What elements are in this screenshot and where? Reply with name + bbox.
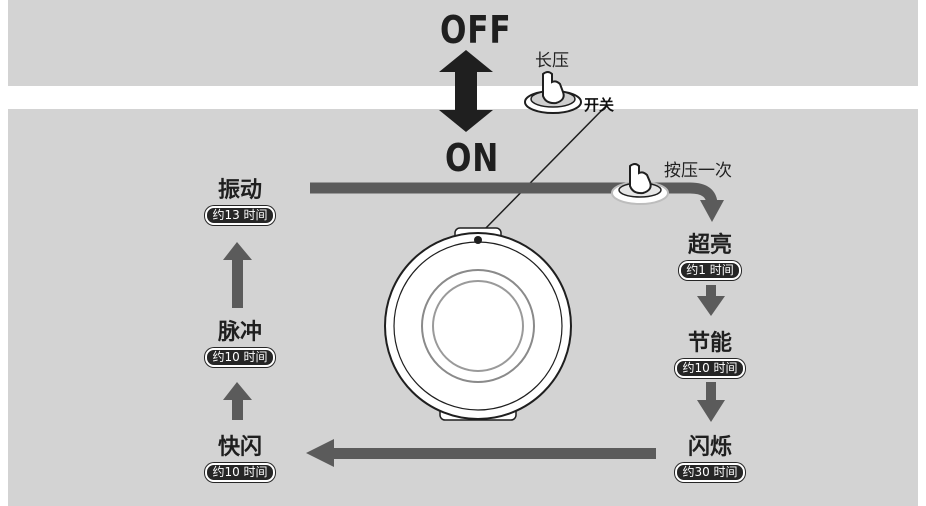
runtime-badge: 约1 时间 (679, 261, 741, 280)
mode-super-bright: 超亮 约1 时间 (660, 233, 760, 280)
mode-name: 超亮 (687, 233, 732, 258)
cycle-arrow-right-1 (697, 285, 725, 316)
mode-name: 振动 (217, 178, 262, 203)
runtime-badge: 约10 时间 (205, 463, 275, 482)
cycle-arrow-right-2 (697, 382, 725, 422)
single-press-label: 按压一次 (664, 161, 732, 181)
mode-name: 快闪 (217, 435, 262, 460)
light-device-icon (384, 227, 572, 421)
cycle-arrow-top (310, 182, 724, 222)
switch-leader-line (481, 105, 607, 233)
off-label: OFF (440, 8, 512, 52)
mode-fast-flash: 快闪 约10 时间 (190, 435, 290, 482)
long-press-label: 长压 (535, 51, 569, 71)
cycle-arrow-left-1 (223, 382, 252, 420)
finger-press-icon (611, 163, 669, 205)
mode-flash: 闪烁 约30 时间 (660, 435, 760, 482)
cycle-arrow-left-2 (223, 242, 252, 308)
runtime-badge: 约10 时间 (205, 348, 275, 367)
cycle-arrow-bottom (306, 439, 656, 467)
runtime-badge: 约10 时间 (675, 359, 745, 378)
switch-label: 开关 (584, 96, 615, 114)
mode-name: 脉冲 (217, 320, 262, 345)
mode-pulse: 脉冲 约10 时间 (190, 320, 290, 367)
up-down-arrow-icon (439, 50, 493, 132)
runtime-badge: 约30 时间 (675, 463, 745, 482)
mode-vibrate: 振动 约13 时间 (190, 178, 290, 225)
mode-name: 闪烁 (687, 435, 732, 460)
on-label: ON (445, 136, 500, 180)
finger-press-icon (524, 71, 582, 114)
mode-eco: 节能 约10 时间 (660, 331, 760, 378)
runtime-badge: 约13 时间 (205, 206, 275, 225)
mode-name: 节能 (687, 331, 732, 356)
